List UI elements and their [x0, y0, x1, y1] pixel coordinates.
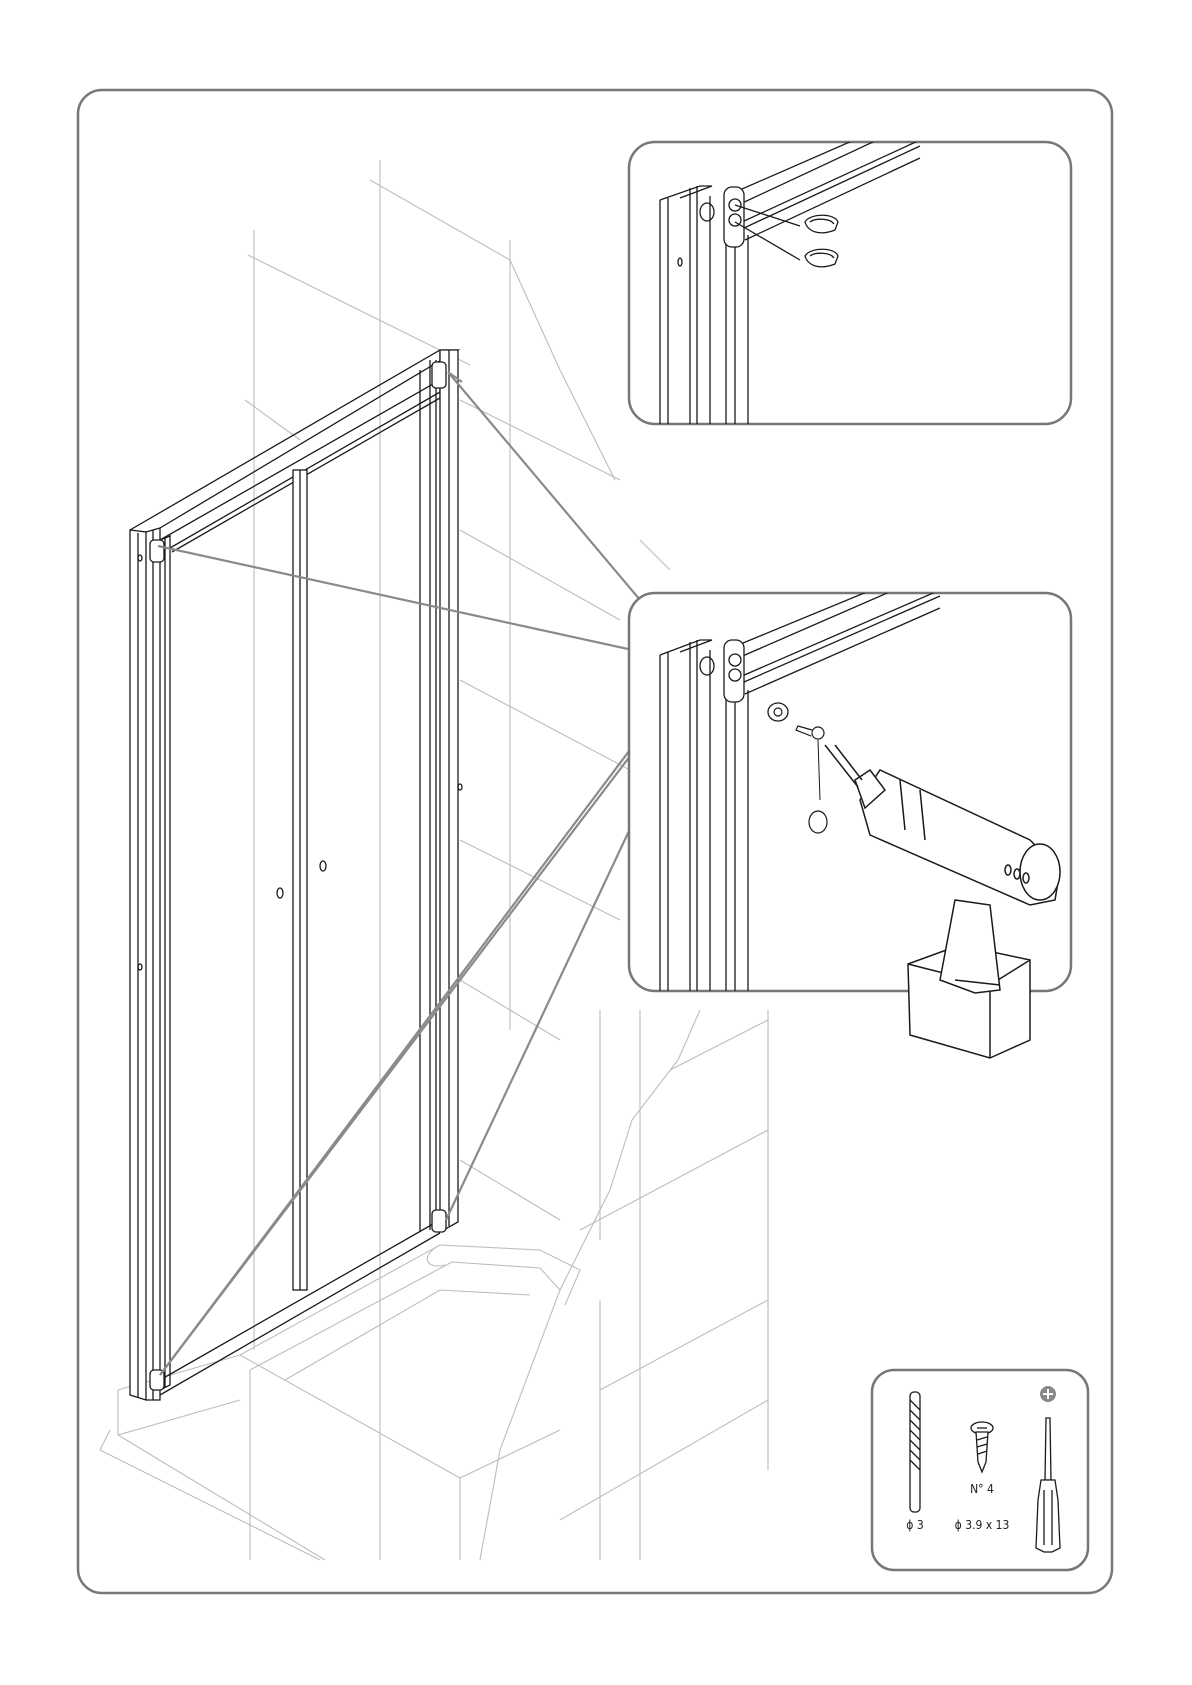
right-handle	[320, 861, 326, 871]
detail-view-middle	[629, 570, 1071, 1000]
left-handle	[277, 888, 283, 898]
screw-size-label: ϕ 3.9 x 13	[955, 1518, 1010, 1532]
drill-bit-label: ϕ 3	[906, 1518, 923, 1532]
detail-view-top	[629, 120, 1071, 430]
washer-icon	[768, 703, 788, 721]
shower-door-frame	[130, 350, 462, 1400]
phillips-symbol-icon	[1040, 1386, 1056, 1402]
tools-panel: ϕ 3 N° 4 ϕ 3.9 x 13	[872, 1370, 1088, 1570]
drill-bit-icon	[910, 1392, 920, 1512]
leader-lines	[158, 372, 700, 1375]
screw-count-label: N° 4	[970, 1482, 994, 1496]
